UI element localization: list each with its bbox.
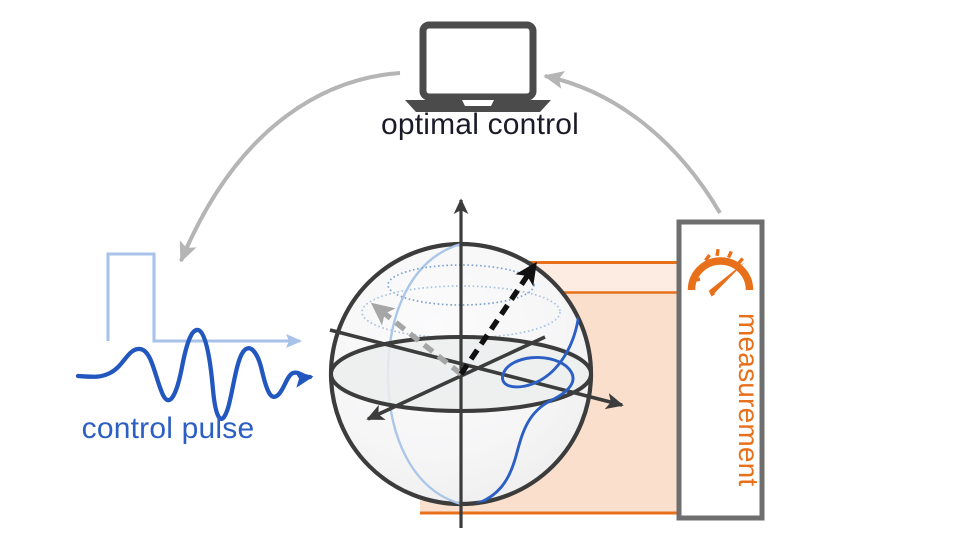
feedback-arrow xyxy=(543,71,722,215)
target-state-vector xyxy=(458,261,537,376)
laptop-icon xyxy=(405,21,551,112)
shaped-control-pulse xyxy=(75,327,314,421)
measurement-box[interactable] xyxy=(676,219,765,521)
update-arrow xyxy=(179,71,401,263)
square-pulse-envelope xyxy=(106,252,303,348)
axis-x xyxy=(366,335,546,421)
qubit-trajectory xyxy=(461,258,581,504)
gauge-icon xyxy=(687,248,754,297)
measurement-label: measurement xyxy=(733,313,764,487)
optimal-control-label: optimal control xyxy=(380,108,580,141)
initial-state-vector xyxy=(370,302,463,377)
control-pulse-label: control pulse xyxy=(81,412,255,445)
